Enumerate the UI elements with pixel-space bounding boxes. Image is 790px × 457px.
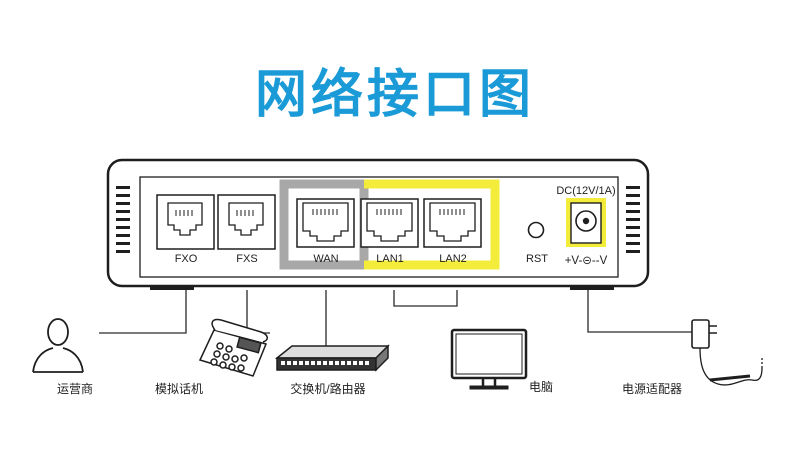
lan1-label: LAN1	[376, 253, 404, 265]
switch-router-label: 交换机/路由器	[290, 381, 365, 396]
fxo-to-carrier-line	[99, 290, 187, 334]
left-vent	[116, 186, 130, 253]
phone-label: 模拟话机	[155, 382, 203, 396]
lan2-port	[423, 198, 482, 248]
diagram-title: 网络接口图	[254, 65, 535, 125]
right-vent	[626, 186, 640, 253]
fxs-label: FXS	[236, 253, 257, 265]
lan-highlight	[364, 179, 500, 270]
right-foot	[570, 286, 614, 290]
wan-label: WAN	[313, 253, 338, 265]
dc-rating-label: DC(12V/1A)	[556, 185, 615, 197]
dc-jack	[570, 202, 602, 244]
fxo-port	[156, 194, 215, 250]
power-adapter-icon	[691, 319, 763, 386]
rst-label: RST	[526, 253, 548, 265]
power-adapter-label: 电源适配器	[622, 382, 682, 396]
wan-port	[296, 198, 355, 248]
carrier-label: 运营商	[57, 381, 93, 396]
reset-button	[527, 221, 545, 239]
telephone-icon	[198, 318, 268, 377]
lan2-label: LAN2	[439, 253, 467, 265]
fxs-to-phone-line	[246, 290, 270, 334]
switch-icon	[274, 344, 390, 372]
lan1-port	[360, 198, 419, 248]
dc-to-adapter-line	[587, 290, 692, 333]
computer-icon	[450, 328, 528, 390]
fxs-port	[217, 194, 276, 250]
connection-lines	[99, 290, 692, 347]
computer-label: 电脑	[529, 380, 553, 394]
left-foot	[150, 286, 194, 290]
polarity-label: +V-⊝--V	[565, 255, 608, 267]
fxo-label: FXO	[175, 253, 198, 265]
person-icon	[32, 318, 84, 373]
lan-to-computer-line	[393, 290, 458, 307]
